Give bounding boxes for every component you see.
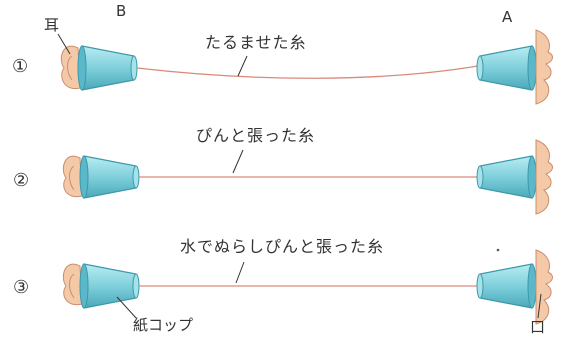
row-3 (62, 248, 553, 325)
face-right-2 (535, 139, 553, 215)
row-number-3: ③ (13, 277, 30, 298)
ear-label: 耳 (44, 16, 60, 34)
ear-left-2 (62, 155, 83, 198)
cup-left-1 (77, 45, 138, 91)
row-number-2: ② (13, 170, 30, 191)
row-1 (60, 29, 553, 105)
mouth-label-leader (537, 293, 542, 319)
ear-left-3 (62, 263, 83, 306)
face-right-3 (535, 249, 553, 325)
ear-label-leader (57, 33, 71, 55)
row-number-1: ① (12, 56, 29, 77)
cup-left-2 (79, 155, 140, 199)
string-label-taut: ぴんと張った糸 (196, 126, 316, 145)
cup-right-2 (476, 155, 537, 199)
cup-left-3 (79, 263, 140, 309)
string-label-wet: 水でぬらしぴんと張った糸 (180, 237, 385, 256)
row-2 (62, 139, 553, 215)
label-leader-3 (235, 261, 245, 284)
string-label-slack: たるませた糸 (205, 33, 307, 52)
cup-right-3 (476, 263, 537, 309)
mouth-label: 口 (530, 318, 546, 336)
ear-left-1 (60, 45, 81, 90)
paper-cup-label: 紙コップ (133, 316, 194, 334)
face-right-1 (535, 29, 553, 105)
dot-mark (496, 248, 500, 252)
string-slack (136, 65, 479, 79)
end-label-a: A (502, 8, 513, 26)
label-leader-1 (237, 55, 248, 77)
end-label-b: B (116, 2, 127, 20)
cup-label-leader (116, 296, 137, 319)
cup-right-1 (476, 45, 537, 91)
label-leader-2 (232, 149, 244, 174)
